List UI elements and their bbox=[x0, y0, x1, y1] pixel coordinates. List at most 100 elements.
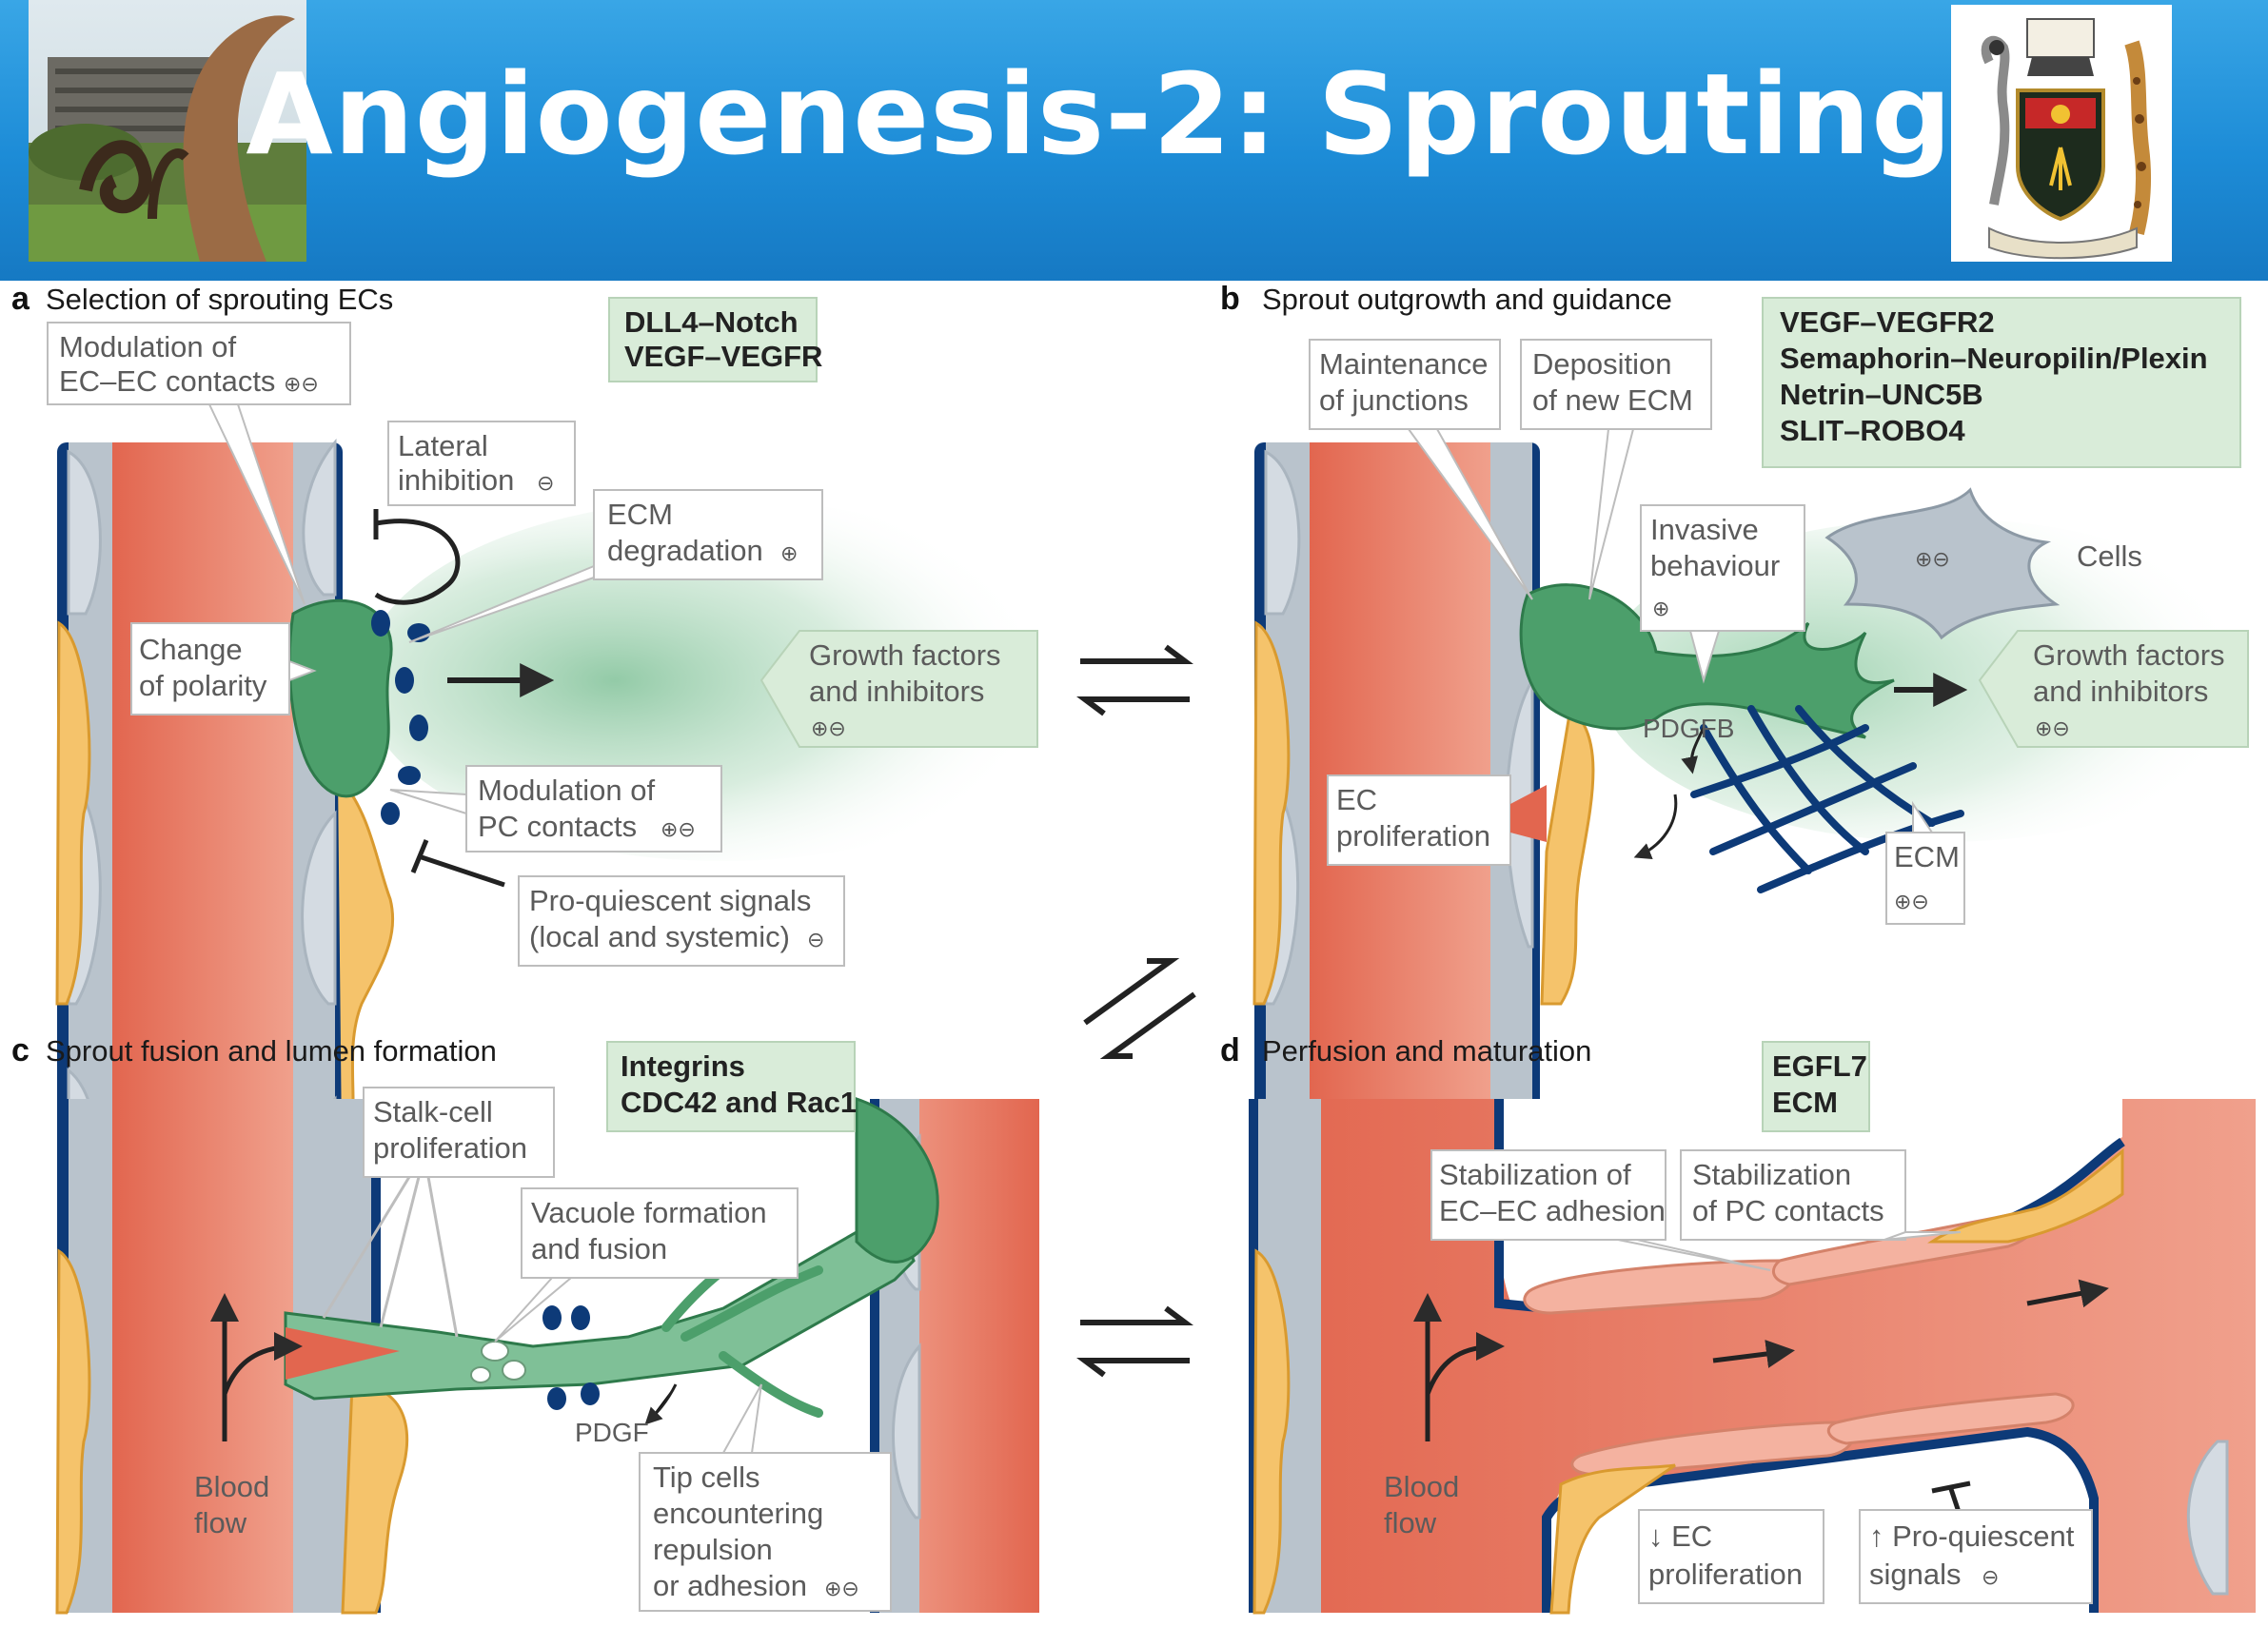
label-deposition-line2: of new ECM bbox=[1532, 383, 1693, 417]
label-polarity-line1: Change bbox=[139, 633, 243, 666]
label-pdgfb: PDGFB bbox=[1643, 714, 1734, 743]
label-ec-prolif-d-line1: ↓ EC bbox=[1648, 1519, 1712, 1553]
label-modulation-ec-line1: Modulation of bbox=[59, 330, 237, 363]
label-quiescent-d-line2: signals bbox=[1869, 1558, 1962, 1591]
label-stab-pc-line2: of PC contacts bbox=[1692, 1194, 1884, 1227]
label-tip-line2: encountering bbox=[653, 1497, 823, 1530]
ecm-mesh bbox=[1690, 705, 1964, 893]
label-stab-ec-line2: EC–EC adhesion bbox=[1439, 1194, 1666, 1227]
label-quiescent-a-line2: (local and systemic) bbox=[529, 920, 790, 953]
university-crest bbox=[1951, 5, 2172, 262]
label-ec-prolif-b-line1: EC bbox=[1336, 783, 1377, 816]
symbol-minus: ⊖ bbox=[537, 472, 554, 496]
panel-c: c Sprout fusion and lumen formation bbox=[11, 1032, 1039, 1615]
panel-d-signal-1: EGFL7 bbox=[1772, 1049, 1867, 1083]
symbol-plus-minus: ⊕⊖ bbox=[661, 818, 696, 842]
pericytes-left bbox=[55, 620, 91, 1006]
endothelial-cells-right-d bbox=[2186, 1440, 2229, 1596]
label-ec-prolif-b-line2: proliferation bbox=[1336, 819, 1490, 853]
flow-arrow-2 bbox=[2026, 1279, 2109, 1308]
label-pro-quiescent-a bbox=[518, 875, 845, 967]
pericyte-left bbox=[55, 1248, 91, 1615]
panel-c-title: Sprout fusion and lumen formation bbox=[46, 1034, 497, 1068]
label-ecm-b-text: ECM bbox=[1894, 840, 1960, 873]
label-lateral-line1: Lateral bbox=[398, 429, 488, 462]
label-lateral-inhibition bbox=[387, 421, 576, 506]
ecm-fragments-c bbox=[542, 1305, 600, 1410]
campus-photo bbox=[29, 0, 306, 262]
cell-shape bbox=[1824, 487, 2061, 640]
label-ec-prolif-d-line2: proliferation bbox=[1648, 1558, 1803, 1591]
label-ec-proliferation-b bbox=[1327, 774, 1511, 866]
panel-a-signal-2: VEGF–VEGFR bbox=[624, 340, 822, 373]
label-maintenance-line2: of junctions bbox=[1319, 383, 1469, 417]
flow-arrow-1 bbox=[1712, 1340, 1795, 1368]
panel-c-letter: c bbox=[11, 1032, 30, 1068]
lumen-extension bbox=[286, 1327, 400, 1380]
tip-cell-right bbox=[855, 1096, 939, 1264]
label-stab-ec bbox=[1430, 1149, 1666, 1241]
equilibrium-arrows-cd bbox=[1076, 1305, 1193, 1378]
symbol-plus-minus: ⊕⊖ bbox=[811, 717, 846, 741]
label-blood-flow-c-line1: Blood bbox=[194, 1470, 269, 1503]
symbol-plus-minus: ⊕⊖ bbox=[824, 1578, 859, 1601]
label-ecm-line1: ECM bbox=[607, 498, 673, 531]
panel-b-signal-3: Netrin–UNC5B bbox=[1780, 378, 1983, 411]
label-blood-flow-d-line1: Blood bbox=[1384, 1470, 1459, 1503]
equilibrium-arrows-bc bbox=[1083, 958, 1196, 1059]
label-quiescent-a-line1: Pro-quiescent signals bbox=[529, 884, 811, 917]
label-maintenance-line1: Maintenance bbox=[1319, 347, 1489, 381]
label-modulation-ec-line2: EC–EC contacts bbox=[59, 364, 275, 398]
label-polarity-line2: of polarity bbox=[139, 669, 267, 702]
panel-d: d Perfusion and maturation bbox=[1220, 1032, 2256, 1615]
label-vacuole bbox=[521, 1187, 799, 1279]
label-pdgf: PDGF bbox=[575, 1418, 649, 1447]
pericyte-sprout bbox=[341, 1382, 409, 1615]
label-modulation-pc-line2: PC contacts bbox=[478, 810, 637, 843]
label-tip-line4: or adhesion bbox=[653, 1569, 807, 1602]
label-growth-factors-a bbox=[759, 630, 1038, 748]
label-blood-flow-d-line2: flow bbox=[1384, 1506, 1437, 1539]
label-modulation-pc bbox=[465, 765, 722, 853]
panel-a-signals-box bbox=[608, 297, 818, 382]
label-deposition bbox=[1520, 339, 1712, 430]
label-pro-quiescent-d bbox=[1859, 1509, 2093, 1604]
label-vacuole-line1: Vacuole formation bbox=[531, 1196, 767, 1229]
quiescent-inhibitor-line bbox=[418, 853, 505, 888]
label-vacuole-line2: and fusion bbox=[531, 1232, 667, 1265]
panel-d-title: Perfusion and maturation bbox=[1262, 1034, 1591, 1068]
pericyte-lower bbox=[1549, 1463, 1676, 1615]
label-invasive-line2: behaviour bbox=[1650, 549, 1780, 582]
pericyte bbox=[1252, 620, 1291, 1006]
label-tip-cells bbox=[639, 1452, 892, 1612]
symbol-plus-minus: ⊕⊖ bbox=[284, 373, 319, 397]
vacuoles bbox=[470, 1341, 526, 1383]
label-tip-line3: repulsion bbox=[653, 1533, 773, 1566]
pericyte-upper bbox=[1927, 1147, 2124, 1244]
panel-b-signal-1: VEGF–VEGFR2 bbox=[1780, 305, 1995, 339]
panel-b-title: Sprout outgrowth and guidance bbox=[1262, 283, 1672, 316]
label-quiescent-d-line1: ↑ Pro-quiescent bbox=[1869, 1519, 2075, 1553]
panel-c-signals-box bbox=[606, 1041, 856, 1132]
label-ecm-b bbox=[1885, 832, 1965, 925]
label-modulation-ec bbox=[47, 322, 351, 405]
label-stab-ec-line1: Stabilization of bbox=[1439, 1158, 1631, 1191]
panel-a-title: Selection of sprouting ECs bbox=[46, 283, 393, 316]
panel-d-signal-2: ECM bbox=[1772, 1086, 1838, 1119]
symbol-plus: ⊕ bbox=[780, 542, 798, 566]
panel-a-letter: a bbox=[11, 281, 30, 317]
label-stab-pc bbox=[1680, 1149, 1906, 1241]
symbol-plus-minus: ⊕⊖ bbox=[1894, 891, 1929, 914]
label-modulation-pc-line1: Modulation of bbox=[478, 774, 656, 807]
angiogenesis-diagram: a Selection of sprouting ECs bbox=[11, 281, 2268, 1615]
label-ecm-degradation bbox=[593, 489, 823, 580]
panel-b-letter: b bbox=[1220, 281, 1240, 317]
label-invasive-line1: Invasive bbox=[1650, 513, 1759, 546]
label-growth-a-line2: and inhibitors bbox=[809, 675, 984, 708]
pericyte-right bbox=[1540, 706, 1595, 1006]
symbol-plus-minus: ⊕⊖ bbox=[2035, 717, 2070, 741]
label-change-polarity bbox=[130, 622, 290, 715]
panel-c-signal-1: Integrins bbox=[621, 1049, 745, 1083]
label-stalk-line2: proliferation bbox=[373, 1131, 527, 1165]
label-stalk-line1: Stalk-cell bbox=[373, 1095, 493, 1128]
